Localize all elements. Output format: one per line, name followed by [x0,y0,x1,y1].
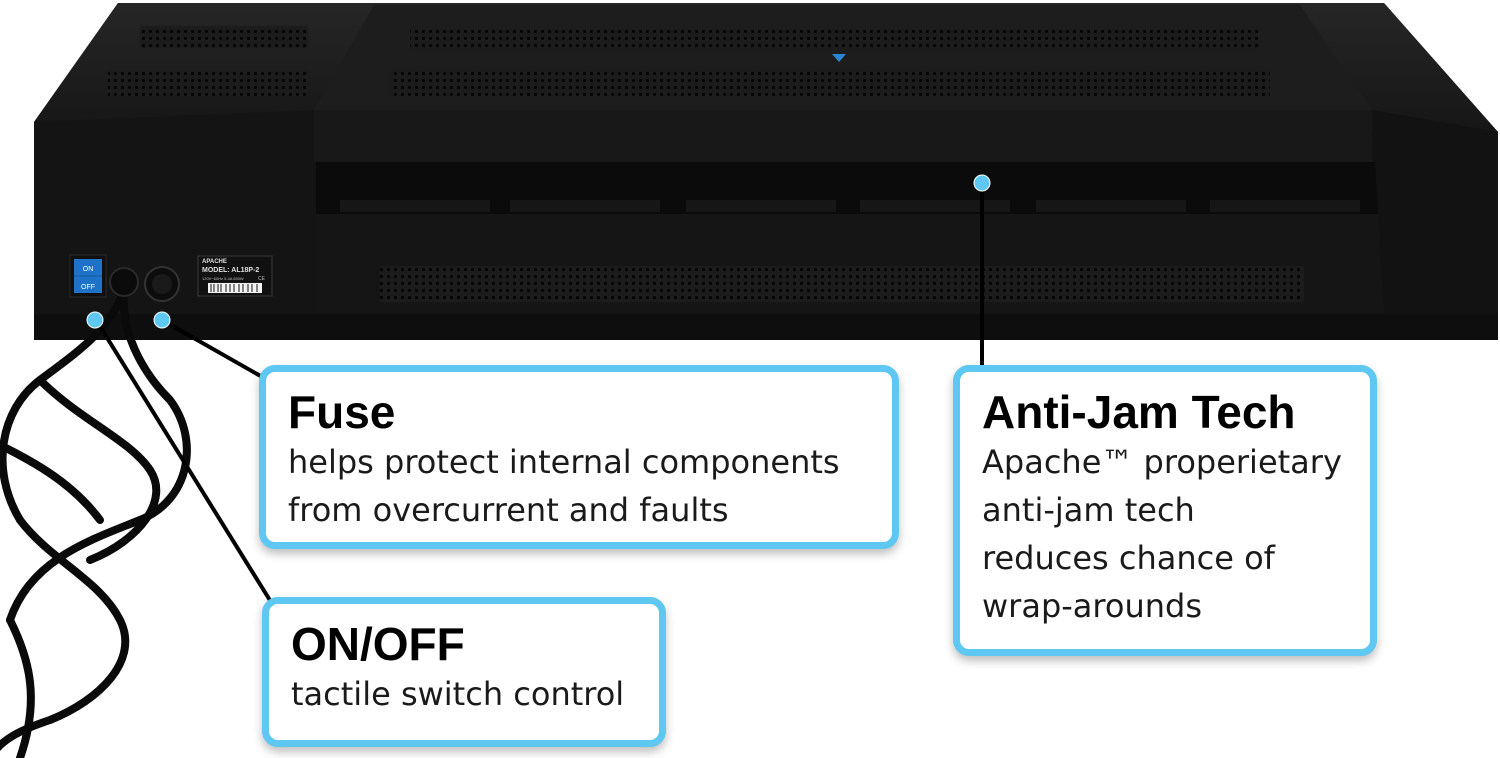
onoff-marker-dot [86,311,104,329]
antijam-callout: Anti-Jam Tech Apache™ properietary anti-… [953,365,1377,656]
vent-grille [390,70,1270,96]
rating-text: 120V~60Hz 5.4A 650W [202,276,244,281]
fuse-leader [161,318,265,380]
fuse-marker-dot [153,311,171,329]
onoff-callout: ON/OFF tactile switch control [262,597,666,747]
vent-grille [108,70,308,96]
barcode [208,283,262,293]
model-label: MODEL: AL18P-2 [202,267,259,274]
vent-grille [380,266,1304,302]
onoff-title: ON/OFF [291,618,465,670]
power-cord [0,286,191,758]
antijam-description-line: anti-jam tech [982,491,1195,529]
onoff-description-line: tactile switch control [291,675,625,713]
antijam-marker-dot [973,174,991,192]
antijam-description-line: reduces chance of [982,539,1275,577]
power-switch[interactable]: ON OFF [69,254,107,298]
switch-off-label: OFF [81,284,95,291]
rating-label: APACHE MODEL: AL18P-2 120V~60Hz 5.4A 650… [197,255,273,297]
antijam-description-line: wrap-arounds [982,587,1202,625]
fuse-title: Fuse [288,386,396,438]
vent-grille [140,26,308,48]
fuse-holder[interactable] [144,266,180,302]
fuse-callout: Fuse helps protect internal components f… [259,365,899,549]
fuse-description-line: helps protect internal components [288,443,840,481]
antijam-description-line: Apache™ properietary [982,443,1342,481]
antijam-title: Anti-Jam Tech [982,386,1296,438]
cord-grommet [109,267,139,297]
laminator-body [34,3,1498,340]
vent-grille [410,26,1258,50]
onoff-leader [94,318,278,612]
switch-on-label: ON [83,266,94,273]
feed-arrow-icon [832,54,846,62]
fuse-description-line: from overcurrent and faults [288,491,729,529]
ce-mark: CE [258,276,266,282]
brand-label: APACHE [202,259,227,265]
leader-lines [94,183,984,612]
